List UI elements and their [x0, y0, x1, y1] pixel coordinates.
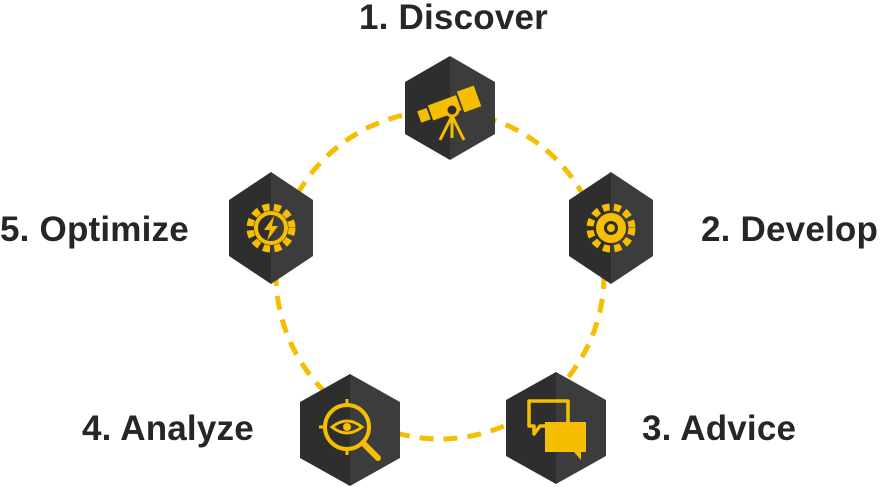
- step-2-node: [569, 172, 653, 284]
- step-5-node: [229, 172, 313, 284]
- step-4-node: [300, 374, 400, 486]
- gear-icon: [586, 203, 636, 253]
- step-5-label: 5. Optimize: [0, 210, 189, 249]
- hexagon-badge: [300, 374, 400, 486]
- step-2-label: 2. Develop: [701, 210, 879, 249]
- gear-lightning-icon: [246, 203, 296, 253]
- chat-bubbles-icon: [527, 399, 586, 460]
- step-1-label: 1. Discover: [359, 0, 548, 37]
- step-3-label: 3. Advice: [642, 409, 797, 448]
- eye-magnifier-icon: [319, 399, 381, 461]
- step-4-label: 4. Analyze: [82, 409, 254, 448]
- telescope-icon: [417, 85, 482, 141]
- step-1-node: [405, 56, 495, 160]
- step-3-node: [506, 372, 606, 484]
